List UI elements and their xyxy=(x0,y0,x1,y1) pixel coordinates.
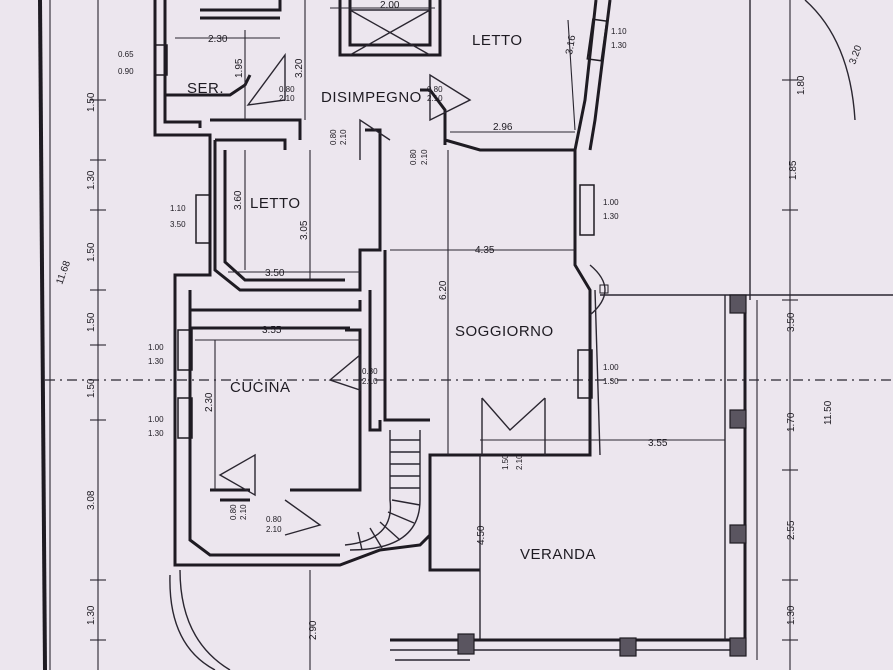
column-pillar xyxy=(729,637,747,657)
dim-left-1-50-a: 1.50 xyxy=(86,92,97,112)
room-label-letto-left: LETTO xyxy=(250,195,301,212)
window-label: 1.30 xyxy=(148,357,164,366)
door-label: 1.50 xyxy=(501,454,510,470)
dim-left-total: 11.68 xyxy=(54,259,73,286)
dim-left-1-50-b: 1.50 xyxy=(86,242,97,262)
door-label: 2.10 xyxy=(339,129,348,145)
dim-left-1-50-d: 1.50 xyxy=(86,378,97,398)
right-dimension-chain: 1.80 1.85 3.50 1.70 2.55 1.30 11.50 3.20 xyxy=(756,0,865,670)
interior-dimension-lines xyxy=(175,0,725,670)
door-label: 0.80 xyxy=(362,367,378,376)
window-label: 1.30 xyxy=(148,429,164,438)
room-label-veranda: VERANDA xyxy=(520,546,596,563)
dim-v-2-30-cucina: 2.30 xyxy=(204,392,215,412)
column-pillar xyxy=(729,409,747,429)
window-label: 1.30 xyxy=(603,377,619,386)
window-label: 0.65 xyxy=(118,50,134,59)
door-symbols xyxy=(218,9,546,536)
dim-h-3-50: 3.50 xyxy=(265,268,285,279)
paper-edge-line xyxy=(38,0,47,670)
dim-right-1-70: 1.70 xyxy=(786,412,797,432)
window-label: 1.10 xyxy=(611,27,627,36)
door-label: 0.80 xyxy=(427,85,443,94)
dim-v-2-90: 2.90 xyxy=(308,620,319,640)
door-label: 2.10 xyxy=(420,149,429,165)
column-pillar xyxy=(729,524,747,544)
dim-left-1-50-c: 1.50 xyxy=(86,312,97,332)
room-label-letto-top: LETTO xyxy=(472,32,523,49)
dim-right-top: 3.20 xyxy=(847,44,864,66)
dim-left-3-08: 3.08 xyxy=(86,490,97,510)
column-pillar xyxy=(457,633,475,655)
door-label: 0.80 xyxy=(229,504,238,520)
window-label: 1.00 xyxy=(148,415,164,424)
window-label: 1.10 xyxy=(170,204,186,213)
window-label: 1.00 xyxy=(603,198,619,207)
door-label: 0.80 xyxy=(266,515,282,524)
column-pillar xyxy=(729,294,747,314)
dim-v-3-05: 3.05 xyxy=(299,220,310,240)
windows xyxy=(154,18,609,439)
dim-v-3-60: 3.60 xyxy=(233,190,244,210)
room-label-disimpegno: DISIMPEGNO xyxy=(321,89,422,106)
door-label: 2.10 xyxy=(266,525,282,534)
door-label: 2.10 xyxy=(279,94,295,103)
dim-right-1-85: 1.85 xyxy=(788,160,799,180)
interior-walls xyxy=(165,0,447,502)
window-label: 1.00 xyxy=(603,363,619,372)
door-label: 0.80 xyxy=(329,129,338,145)
dim-v-3-20: 3.20 xyxy=(294,58,305,78)
dim-h-2-96: 2.96 xyxy=(493,122,513,133)
door-label: 0.80 xyxy=(409,149,418,165)
dim-left-1-30-b: 1.30 xyxy=(86,605,97,625)
door-label: 2.10 xyxy=(427,94,443,103)
door-label: 2.10 xyxy=(239,504,248,520)
dim-left-1-30: 1.30 xyxy=(86,170,97,190)
dim-v-1-95: 1.95 xyxy=(234,58,245,78)
door-label: 0.80 xyxy=(279,85,295,94)
room-label-ser: SER. xyxy=(187,80,224,97)
dim-right-2-55: 2.55 xyxy=(786,520,797,540)
window-label: 1.30 xyxy=(603,212,619,221)
veranda-structure xyxy=(169,289,747,670)
room-label-soggiorno: SOGGIORNO xyxy=(455,323,554,340)
room-label-cucina: CUCINA xyxy=(230,379,291,396)
column-pillar xyxy=(619,637,637,657)
dim-right-1-80: 1.80 xyxy=(796,75,807,95)
dim-top-2-30: 2.30 xyxy=(208,34,228,45)
door-label: 2.10 xyxy=(362,377,378,386)
window-label: 1.00 xyxy=(148,343,164,352)
dim-right-1-30: 1.30 xyxy=(786,605,797,625)
dim-v-4-50: 4.50 xyxy=(476,525,487,545)
stair-symbol xyxy=(344,430,421,551)
dim-h-3-55-veranda: 3.55 xyxy=(648,438,668,449)
dim-v-3-16: 3.16 xyxy=(564,34,578,56)
dim-h-3-55-cucina: 3.55 xyxy=(262,325,282,336)
dim-right-3-50: 3.50 xyxy=(786,312,797,332)
window-label: 3.50 xyxy=(170,220,186,229)
dim-top-2-00: 2.00 xyxy=(380,0,400,11)
window-label: 1.30 xyxy=(611,41,627,50)
left-dimension-chain: 1.50 1.30 1.50 1.50 1.50 3.08 1.30 11.68 xyxy=(49,0,106,670)
door-label: 2.10 xyxy=(515,454,524,470)
dim-right-total: 11.50 xyxy=(823,400,834,425)
window-label: 0.90 xyxy=(118,67,134,76)
dim-v-6-20: 6.20 xyxy=(438,280,449,300)
dim-h-4-35: 4.35 xyxy=(475,245,495,256)
